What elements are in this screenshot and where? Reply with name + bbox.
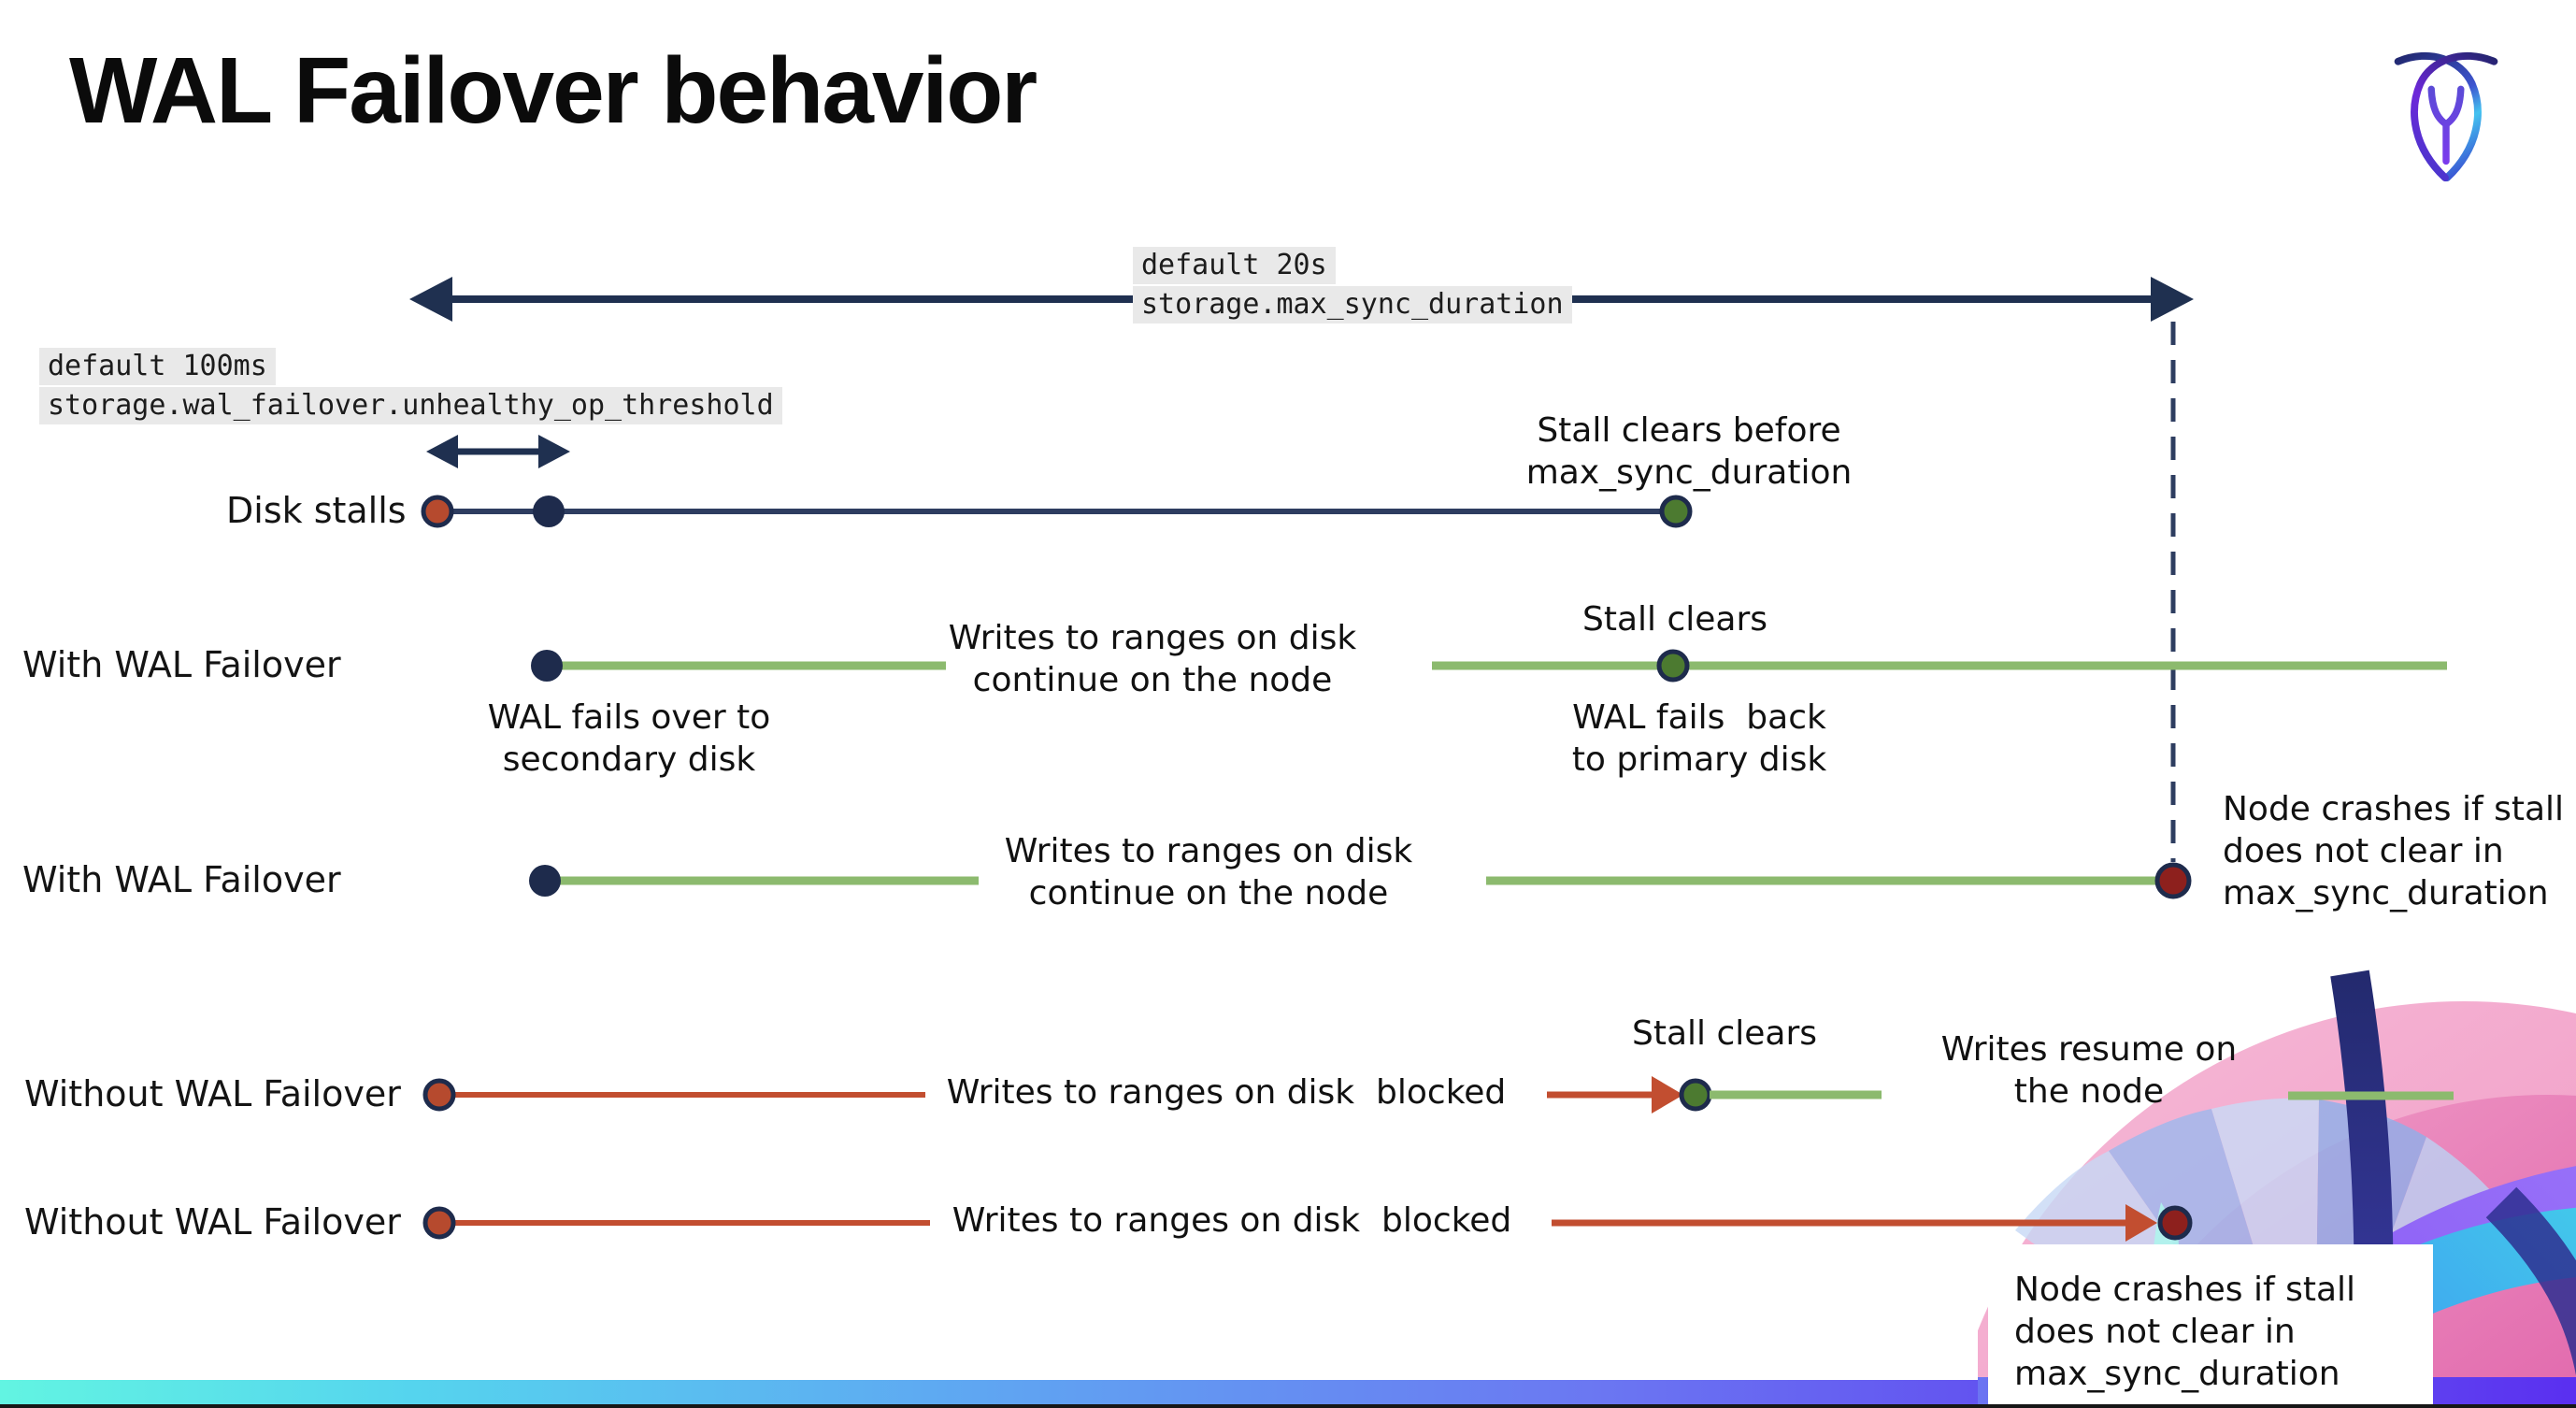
row-with-failover-clears — [531, 649, 2447, 682]
red-arrowhead-icon — [1652, 1076, 1683, 1113]
threshold-reached-dot — [533, 496, 565, 527]
note-stall-clears-2: Stall clears — [1631, 1014, 1818, 1053]
row-label-disk-stalls: Disk stalls — [226, 490, 407, 531]
unhealthy-op-threshold-span-arrow — [426, 435, 570, 468]
stall-start-dot — [422, 1206, 456, 1240]
note-node-crashes-1: Node crashes if stall does not clear in … — [2223, 790, 2565, 912]
setting-default-value: default 20s — [1133, 247, 1336, 284]
stall-clears-dot — [1679, 1078, 1712, 1112]
note-writes-continue-1: Writes to ranges on disk continue on the… — [948, 619, 1357, 699]
note-stall-clears-before: Stall clears before max_sync_duration — [1525, 411, 1853, 492]
row-label-with-wal-failover-1: With WAL Failover — [22, 644, 341, 685]
arrowhead-right-icon — [538, 435, 570, 468]
note-writes-continue-2: Writes to ranges on disk continue on the… — [1004, 832, 1413, 912]
bottom-edge-line — [0, 1404, 2576, 1408]
note-stall-clears-1: Stall clears — [1581, 600, 1768, 639]
art-navy-leg — [2485, 1186, 2576, 1375]
row-label-with-wal-failover-2: With WAL Failover — [22, 859, 341, 900]
node-crash-dot — [2154, 862, 2192, 899]
fail-back-dot — [1656, 649, 1690, 682]
row-label-without-wal-failover-2: Without WAL Failover — [24, 1201, 401, 1243]
row-label-without-wal-failover-1: Without WAL Failover — [24, 1073, 401, 1114]
cockroachdb-logo-icon — [2394, 51, 2498, 182]
setting-default-value: default 100ms — [39, 348, 276, 385]
max-sync-duration-label: default 20s storage.max_sync_duration — [1133, 247, 1572, 325]
crash-note-without-failover: Node crashes if stall does not clear in … — [2014, 1271, 2356, 1393]
setting-name: storage.max_sync_duration — [1133, 286, 1572, 323]
stall-start-dot — [422, 1078, 456, 1112]
failover-dot — [529, 865, 561, 897]
arrowhead-right-icon — [2151, 277, 2194, 322]
note-writes-blocked-2: Writes to ranges on disk blocked — [952, 1201, 1512, 1240]
failover-dot — [531, 650, 563, 682]
note-wal-fails-back: WAL fails back to primary disk — [1571, 698, 1827, 779]
crash-caption-box: Node crashes if stall does not clear in … — [1988, 1244, 2433, 1408]
arrowhead-left-icon — [409, 277, 452, 322]
setting-name: storage.wal_failover.unhealthy_op_thresh… — [39, 387, 782, 424]
row-disk-stalls — [421, 495, 1693, 528]
stall-start-dot — [421, 495, 454, 528]
note-writes-resume: Writes resume on the node — [1940, 1030, 2238, 1111]
stall-clears-dot — [1659, 495, 1693, 528]
unhealthy-op-threshold-label: default 100ms storage.wal_failover.unhea… — [39, 348, 782, 426]
note-writes-blocked-1: Writes to ranges on disk blocked — [946, 1073, 1507, 1112]
arrowhead-left-icon — [426, 435, 458, 468]
note-wal-fails-over: WAL fails over to secondary disk — [487, 698, 771, 779]
page-title: WAL Failover behavior — [69, 38, 1038, 143]
